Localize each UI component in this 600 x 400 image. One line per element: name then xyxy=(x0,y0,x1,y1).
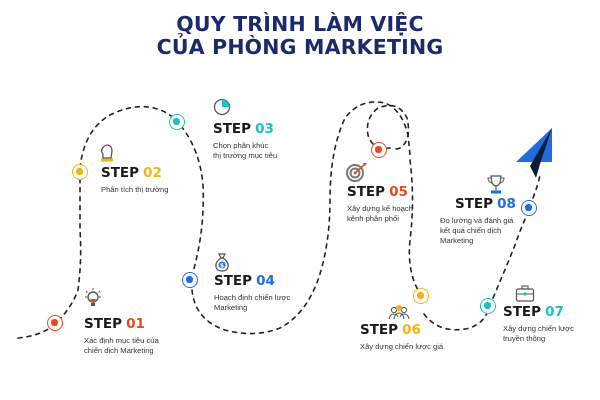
page-title: QUY TRÌNH LÀM VIỆC CỦA PHÒNG MARKETING xyxy=(0,13,600,59)
step-08-description: Đo lường và đánh giá kết quả chiến dịch … xyxy=(440,216,514,245)
trophy-icon xyxy=(487,175,505,194)
step-label: STEP xyxy=(213,121,252,137)
step-label: STEP xyxy=(84,316,123,332)
step-number: 05 xyxy=(389,184,408,200)
step-02-description: Phân tích thị trường xyxy=(101,185,169,194)
step-label: STEP xyxy=(101,165,140,181)
step-07-node xyxy=(480,298,496,314)
title-line-1: QUY TRÌNH LÀM VIỆC xyxy=(176,12,424,36)
pie-chart-icon xyxy=(213,98,231,116)
paper-plane-icon xyxy=(516,128,552,178)
step-number: 01 xyxy=(126,316,145,332)
step-05-node xyxy=(371,142,387,158)
step-label: STEP xyxy=(347,184,386,200)
chess-knight-icon xyxy=(101,144,113,162)
step-number: 07 xyxy=(545,304,564,320)
step-04-node xyxy=(182,272,198,288)
lightbulb-icon xyxy=(85,288,101,306)
step-label: STEP xyxy=(503,304,542,320)
people-group-icon xyxy=(388,305,410,320)
step-03-node xyxy=(169,114,185,130)
step-02-node xyxy=(72,164,88,180)
target-icon xyxy=(346,163,367,182)
step-04-description: Hoạch định chiến lược Marketing xyxy=(214,293,291,312)
step-05-description: Xây dựng kế hoạch kênh phân phối xyxy=(347,204,413,223)
title-line-2: CỦA PHÒNG MARKETING xyxy=(156,35,444,59)
briefcase-icon xyxy=(515,285,535,302)
step-number: 08 xyxy=(497,196,516,212)
step-label: STEP xyxy=(455,196,494,212)
step-01-description: Xác định mục tiêu của chiến dịch Marketi… xyxy=(84,336,159,355)
step-number: 04 xyxy=(256,273,275,289)
step-06-node xyxy=(413,288,429,304)
step-06-description: Xây dựng chiến lược giá xyxy=(360,342,444,351)
step-label: STEP xyxy=(214,273,253,289)
step-03-description: Chọn phân khúc thị trường mục tiêu xyxy=(213,141,278,160)
svg-text:$: $ xyxy=(220,262,224,269)
step-label: STEP xyxy=(360,322,399,338)
step-number: 02 xyxy=(143,165,162,181)
step-number: 03 xyxy=(255,121,274,137)
step-01-node xyxy=(47,315,63,331)
step-number: 06 xyxy=(402,322,421,338)
step-07-description: Xây dựng chiến lược truyền thông xyxy=(503,324,574,343)
money-bag-icon: $ xyxy=(215,253,229,272)
step-08-node xyxy=(521,200,537,216)
